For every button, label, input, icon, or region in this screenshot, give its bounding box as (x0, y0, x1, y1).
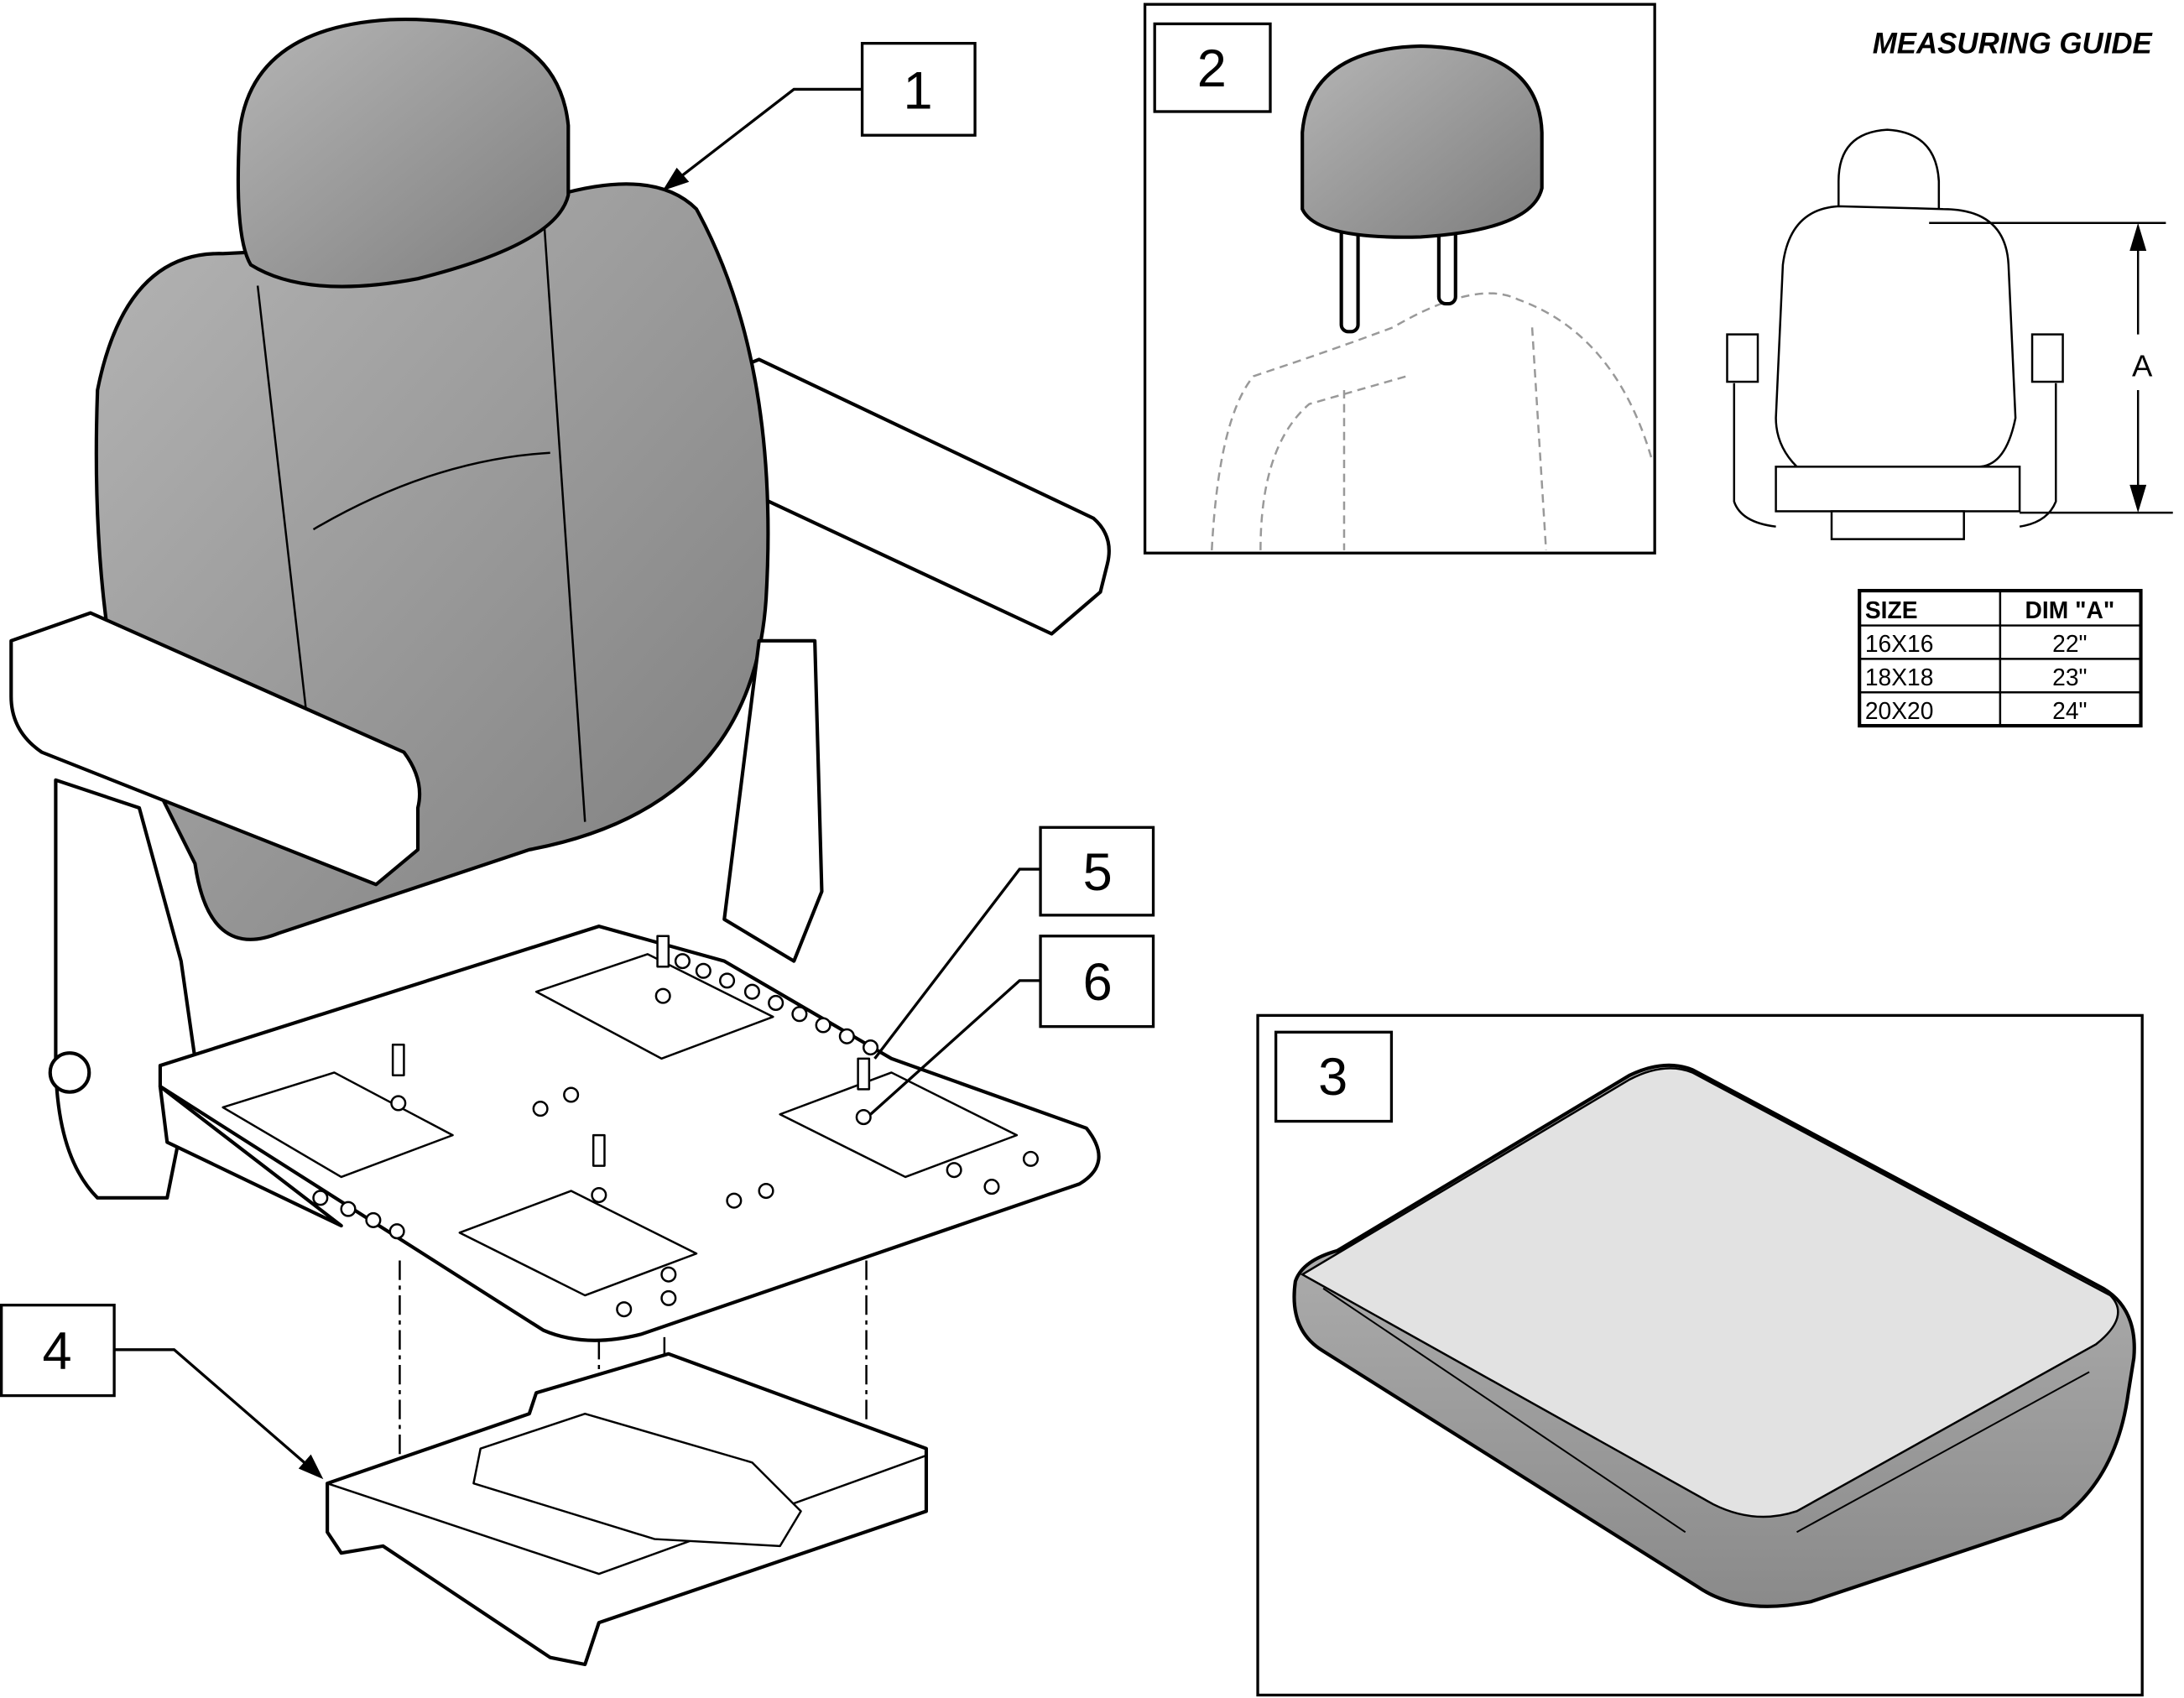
headrest (236, 18, 571, 289)
header-dim-a: DIM "A" (2025, 596, 2115, 623)
right-armrest (715, 357, 1111, 636)
svg-text:18X18: 18X18 (1865, 664, 1934, 690)
callout-6: 6 (869, 935, 1155, 1116)
svg-text:6: 6 (1083, 953, 1113, 1012)
dimension-label: A (2132, 348, 2153, 383)
panel-headrest: 2 (1143, 3, 1656, 555)
callout-1: 1 (662, 41, 977, 191)
svg-text:3: 3 (1318, 1048, 1347, 1107)
table-row: 16X16 22" (1865, 630, 2088, 657)
headrest-detail (1300, 44, 1544, 239)
measuring-guide-title: MEASURING GUIDE (1873, 27, 2154, 60)
table-row: 18X18 23" (1865, 664, 2088, 690)
table-row: 20X20 24" (1865, 697, 2088, 724)
callout-2: 2 (1153, 22, 1272, 113)
callout-4: 4 (0, 1304, 324, 1480)
callout-5: 5 (873, 826, 1155, 1060)
svg-text:5: 5 (1083, 843, 1113, 902)
right-side-frame (722, 638, 824, 963)
svg-text:22": 22" (2052, 630, 2087, 657)
measuring-guide: MEASURING GUIDE A SIZE DIM "A" (1726, 27, 2173, 728)
size-table: SIZE DIM "A" 16X16 22" 18X18 23" 20X20 2… (1858, 588, 2143, 728)
header-size: SIZE (1865, 596, 1918, 623)
seat-pan (158, 925, 1101, 1342)
left-armrest (9, 611, 422, 887)
callout-3: 3 (1274, 1030, 1394, 1123)
svg-text:2: 2 (1197, 39, 1227, 98)
svg-text:4: 4 (43, 1322, 72, 1381)
svg-text:24": 24" (2052, 697, 2087, 724)
svg-text:20X20: 20X20 (1865, 697, 1934, 724)
svg-text:23": 23" (2052, 664, 2087, 690)
seat-back (94, 182, 770, 941)
seat-assembly (9, 18, 1111, 1667)
panel-cushion: 3 (1256, 1013, 2144, 1697)
svg-text:1: 1 (903, 62, 932, 121)
svg-text:16X16: 16X16 (1865, 630, 1934, 657)
